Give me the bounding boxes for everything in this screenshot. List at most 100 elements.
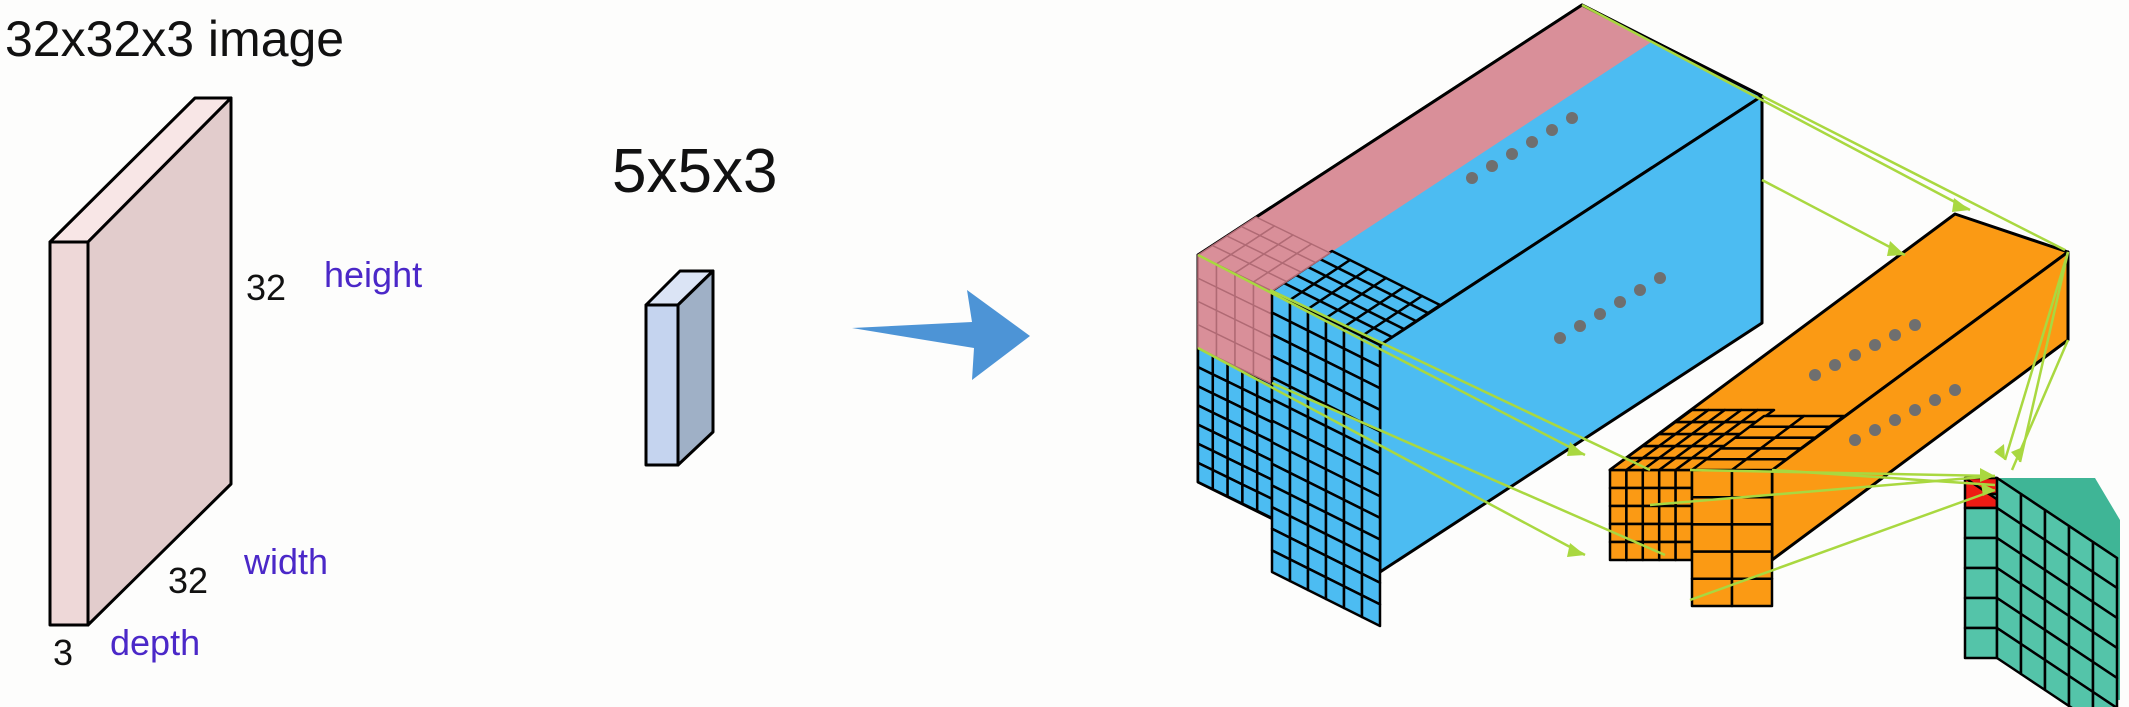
grid-cell: [1730, 523, 1774, 553]
connector-line: [2003, 251, 2070, 461]
dot: [1614, 296, 1626, 308]
grid-cell: [1657, 504, 1677, 526]
output-cell: [2091, 690, 2118, 707]
grid-cell: [1657, 540, 1677, 562]
grid-cell: [1408, 294, 1442, 315]
dot: [1634, 284, 1646, 296]
dot: [1546, 124, 1558, 136]
dot: [1869, 339, 1881, 351]
dot: [1909, 404, 1921, 416]
grid-cell: [1625, 504, 1645, 526]
width-label: width: [243, 541, 328, 582]
grid-cell: [1690, 523, 1734, 553]
dot: [1566, 112, 1578, 124]
dot: [1506, 148, 1518, 160]
grid-cell: [1788, 414, 1846, 429]
arrowhead: [2011, 447, 2023, 462]
conv-volume-dots: [1466, 112, 1666, 344]
grid-cell: [1360, 594, 1382, 628]
output-cell: [1963, 626, 1999, 660]
dot: [1869, 424, 1881, 436]
grid-cell: [1674, 504, 1694, 526]
grid-cell: [1625, 468, 1645, 490]
connector-line: [1761, 178, 1906, 257]
pooled-volume-grid: [1608, 408, 1846, 608]
grid-cell: [1739, 408, 1776, 424]
receptive-cell: [1296, 243, 1331, 264]
output-cell: [1963, 596, 1999, 630]
height-label: height: [324, 254, 422, 295]
pooled-volume-dots: [1809, 319, 1961, 446]
depth-dimension: 3: [53, 632, 73, 673]
grid-cell: [1690, 468, 1734, 499]
connector-line: [1271, 381, 1666, 557]
arrowhead: [1567, 543, 1585, 557]
connector-arrowheads: [1567, 198, 2023, 557]
arrowhead: [1981, 483, 1995, 496]
pooled-volume: [1608, 212, 2070, 608]
connector-line: [2018, 251, 2070, 463]
output-cell: [1963, 566, 1999, 600]
dot: [1889, 329, 1901, 341]
filter-side: [676, 269, 715, 467]
filter-title: 5x5x3: [612, 137, 777, 206]
connector-line: [1581, 3, 1971, 212]
grid-cell: [1608, 486, 1628, 508]
connector-line: [1269, 288, 1651, 472]
dot: [1654, 272, 1666, 284]
output-cell: [1963, 506, 1999, 540]
width-dimension: 32: [168, 560, 208, 601]
connector-line: [1689, 488, 1996, 602]
dot: [1909, 319, 1921, 331]
conv-volume-top-highlight: [1198, 5, 1653, 291]
dot: [1526, 136, 1538, 148]
connector-line: [1771, 468, 1996, 487]
dot: [1809, 369, 1821, 381]
arrowhead: [1994, 444, 2005, 460]
depth-label: depth: [110, 622, 200, 663]
arrowhead: [1952, 198, 1970, 212]
grid-cell: [1608, 468, 1628, 490]
filter-kernel: [644, 269, 715, 467]
output-cell: [1963, 536, 1999, 570]
grid-cell: [1608, 504, 1628, 526]
dot: [1929, 394, 1941, 406]
dot: [1829, 359, 1841, 371]
filter-front: [644, 303, 680, 467]
right-arrow-icon: [852, 290, 1030, 380]
input-volume-front: [48, 240, 90, 627]
dot: [1889, 414, 1901, 426]
connector-lines: [1197, 3, 2070, 602]
output-grid: [1963, 476, 2120, 707]
connector-line: [1197, 346, 1586, 557]
dot: [1949, 384, 1961, 396]
grid-cell: [1730, 468, 1774, 499]
conv-volume: [1196, 3, 1764, 628]
dot: [1466, 172, 1478, 184]
connector-line: [1761, 94, 2066, 252]
dot: [1554, 332, 1566, 344]
dot: [1486, 160, 1498, 172]
grid-cell: [1657, 522, 1677, 544]
grid-cell: [1625, 486, 1645, 508]
dot: [1574, 320, 1586, 332]
conv-volume-grid: [1196, 216, 1442, 628]
grid-cell: [1730, 495, 1774, 526]
grid-cell: [1657, 468, 1677, 490]
grid-cell: [1641, 504, 1661, 526]
grid-cell: [1674, 540, 1694, 562]
grid-cell: [1690, 550, 1734, 581]
grid-cell: [1641, 522, 1661, 544]
grid-cell: [1608, 540, 1628, 562]
grid-cell: [1641, 468, 1661, 490]
grid-cell: [1730, 550, 1774, 581]
dot: [1849, 434, 1861, 446]
grid-cell: [1730, 577, 1774, 608]
arrowhead: [1980, 468, 1995, 482]
arrowhead: [1567, 442, 1585, 456]
dot: [1594, 308, 1606, 320]
connector-line: [1197, 253, 1586, 457]
output-grid-cells: [1963, 476, 2119, 707]
grid-cell: [1674, 522, 1694, 544]
grid-cell: [1674, 468, 1694, 490]
